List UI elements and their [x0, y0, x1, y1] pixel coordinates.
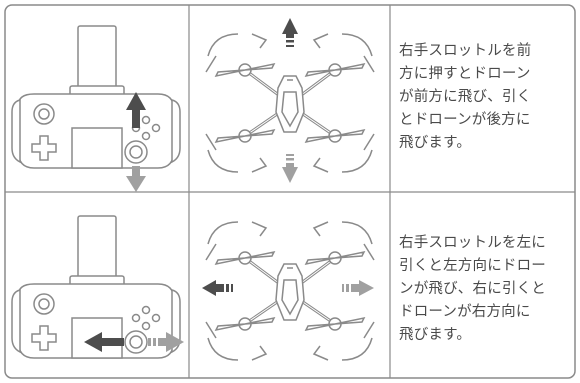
instruction-text-left-right: 右手スロットルを左に 引くと左方向にドロー ンが飛び、右に引くと ドローンが右方… [399, 235, 546, 343]
stick-arrow-up-icon [126, 92, 146, 128]
row-left-right [11, 215, 376, 362]
controller-icon [11, 25, 181, 192]
manual-table [4, 4, 576, 379]
stick-arrow-down-icon [126, 166, 146, 192]
controller-icon [11, 215, 184, 359]
instruction-text-forward-backward: 右手スロットルを前 方に押すとドローン が前方に飛び、引く とドローンが後方に … [399, 43, 532, 151]
arrow-left-icon [202, 280, 233, 296]
arrow-down-icon [282, 154, 298, 183]
arrow-right-icon [342, 280, 374, 296]
stick-arrow-left-icon [84, 332, 124, 352]
stick-arrow-right-icon [148, 332, 184, 352]
row-forward-backward [11, 18, 376, 192]
arrow-up-icon [282, 18, 298, 47]
